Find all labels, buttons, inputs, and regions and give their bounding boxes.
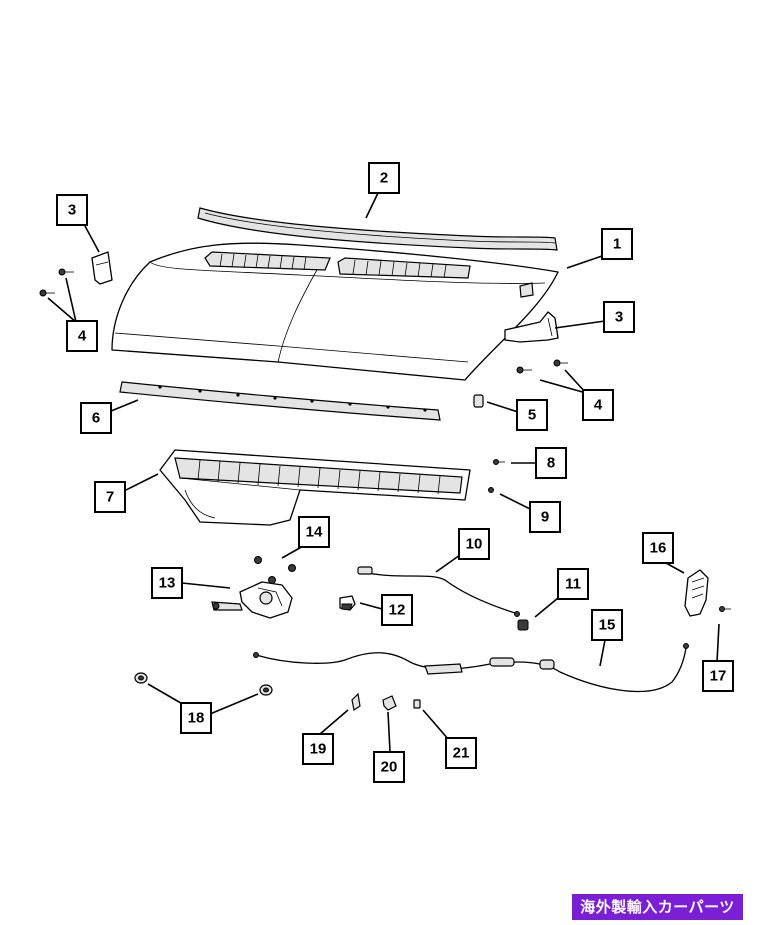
svg-text:16: 16 — [650, 540, 667, 557]
svg-text:18: 18 — [188, 710, 205, 727]
part-12-bumper — [339, 595, 356, 611]
svg-text:4: 4 — [594, 397, 603, 414]
part-10-cable — [357, 566, 520, 617]
svg-text:12: 12 — [389, 602, 406, 619]
svg-text:15: 15 — [599, 617, 616, 634]
svg-text:21: 21 — [453, 745, 470, 762]
svg-text:7: 7 — [106, 489, 114, 506]
callout-21: 21 — [445, 737, 477, 769]
callout-3-right: 3 — [603, 301, 635, 333]
svg-text:19: 19 — [310, 741, 327, 758]
callout-8: 8 — [535, 447, 567, 479]
part-9-fastener — [488, 487, 494, 493]
callout-10: 10 — [458, 528, 490, 560]
callout-6: 6 — [80, 402, 112, 434]
callout-17: 17 — [702, 660, 734, 692]
part-7-cowl — [159, 449, 471, 526]
svg-text:4: 4 — [78, 328, 87, 345]
callout-18: 18 — [180, 702, 212, 734]
svg-text:2: 2 — [380, 170, 388, 187]
part-2-seal — [197, 207, 558, 251]
svg-text:11: 11 — [565, 576, 581, 593]
svg-text:20: 20 — [381, 759, 398, 776]
watermark-banner: 海外製輸入カーパーツ — [572, 894, 743, 920]
svg-text:8: 8 — [547, 455, 555, 472]
svg-text:5: 5 — [528, 407, 536, 424]
svg-text:6: 6 — [92, 410, 100, 427]
svg-text:1: 1 — [613, 236, 621, 253]
callout-4-right: 4 — [582, 389, 614, 421]
svg-text:3: 3 — [615, 309, 623, 326]
leader-lines — [47, 192, 720, 753]
part-6-molding — [119, 381, 441, 421]
part-8-fastener — [493, 459, 505, 465]
callout-16: 16 — [642, 532, 674, 564]
part-3-hinge-left — [91, 251, 113, 285]
part-5-clip — [473, 394, 484, 408]
part-3-hinge-right — [504, 311, 559, 343]
svg-text:3: 3 — [68, 202, 76, 219]
callout-15: 15 — [591, 609, 623, 641]
part-1-hood — [111, 242, 559, 381]
svg-text:14: 14 — [306, 524, 323, 541]
part-4-bolts — [39, 268, 568, 374]
svg-text:10: 10 — [466, 536, 483, 553]
callout-11: 11 — [557, 568, 589, 600]
callout-20: 20 — [373, 751, 405, 783]
callout-5: 5 — [516, 399, 548, 431]
callout-1: 1 — [601, 228, 633, 260]
callout-4-left: 4 — [66, 320, 98, 352]
callout-9: 9 — [529, 501, 561, 533]
callout-14: 14 — [298, 516, 330, 548]
svg-text:17: 17 — [710, 668, 727, 685]
callout-13: 13 — [151, 567, 183, 599]
part-15-cable — [253, 643, 689, 693]
part-18-bumpers — [134, 672, 273, 696]
callout-3-left: 3 — [56, 194, 88, 226]
callout-19: 19 — [302, 733, 334, 765]
callout-12: 12 — [381, 594, 413, 626]
part-13-latch — [211, 581, 293, 619]
part-21-clip — [413, 699, 421, 709]
part-20-clip — [382, 695, 397, 711]
part-19-clip — [351, 692, 361, 711]
part-16-handle — [684, 569, 709, 617]
part-14-grommets — [254, 556, 296, 584]
part-17-screw — [719, 606, 731, 612]
callout-2: 2 — [368, 162, 400, 194]
part-11-clip — [517, 619, 529, 631]
svg-text:9: 9 — [541, 509, 549, 526]
callout-7: 7 — [94, 481, 126, 513]
svg-text:13: 13 — [159, 575, 176, 592]
